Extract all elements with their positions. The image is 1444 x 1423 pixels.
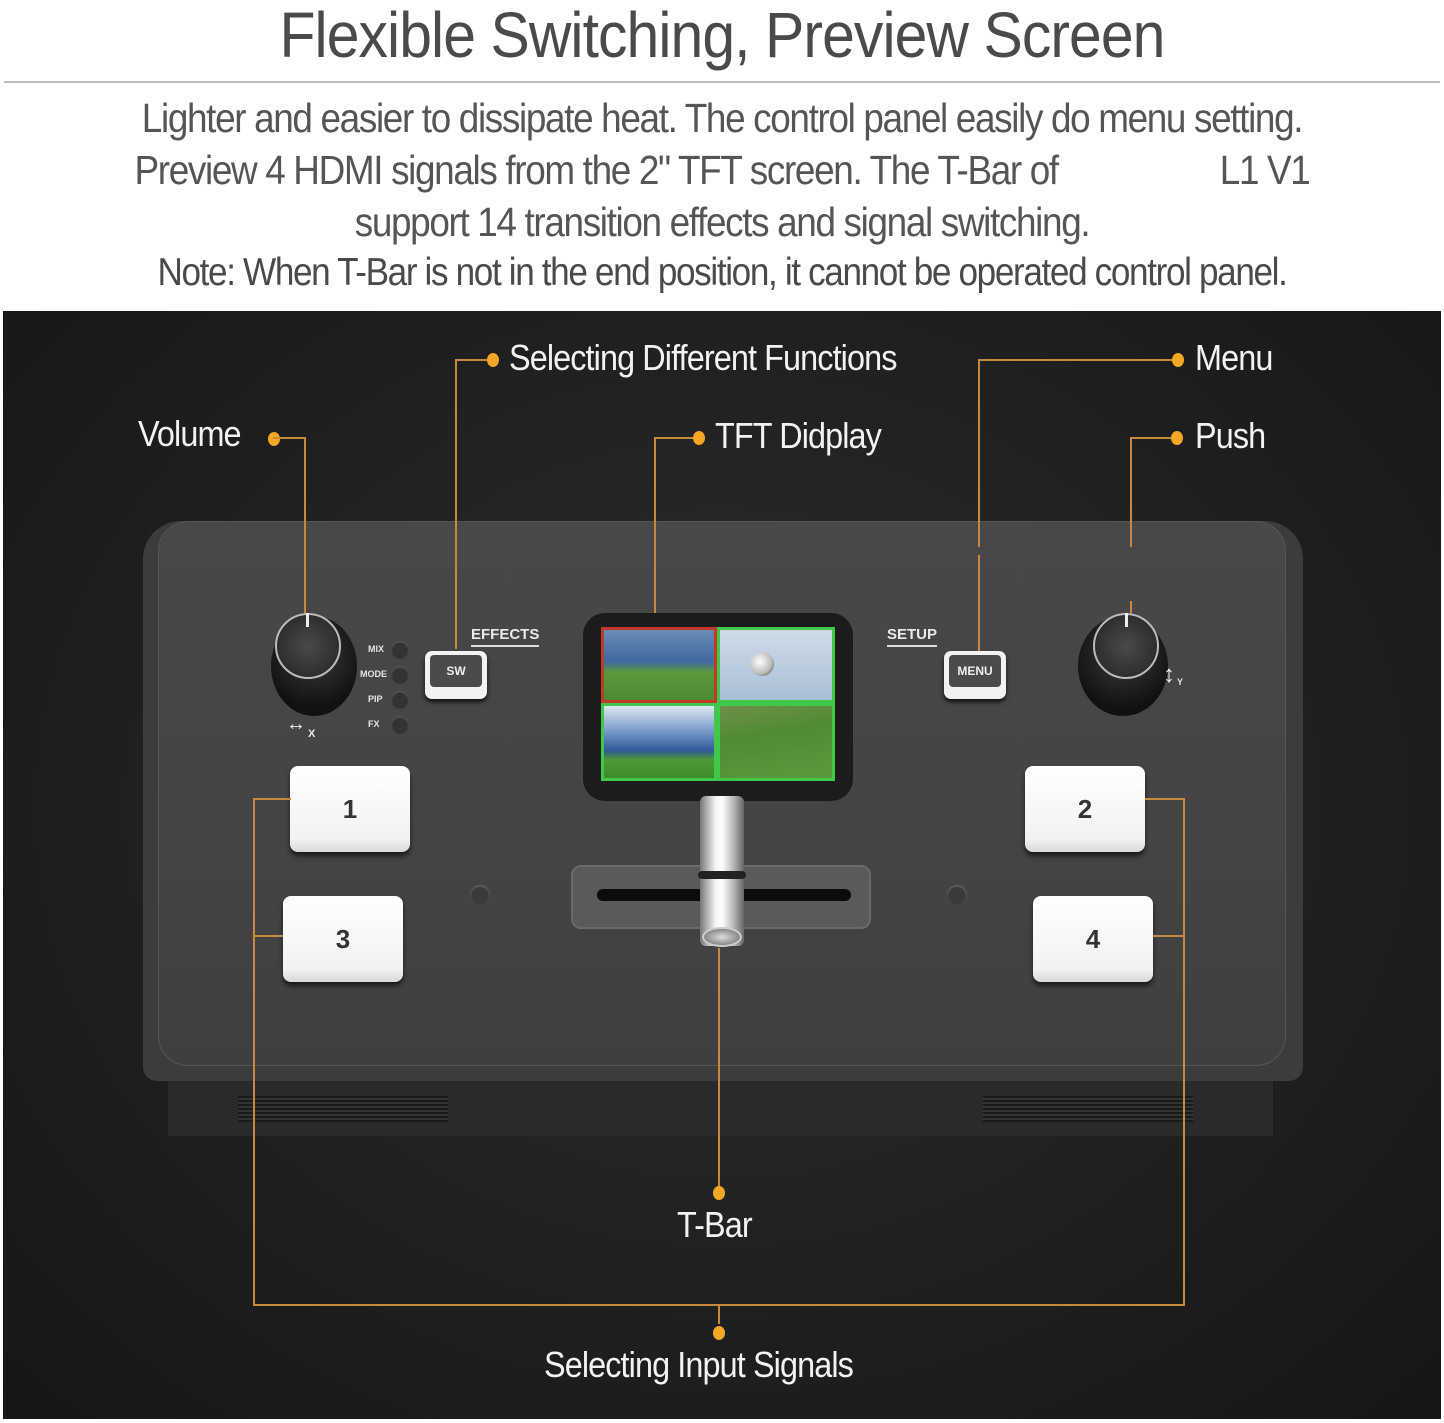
input-button-3[interactable]: 3 [283,896,403,982]
led-label-fx: FX [368,719,380,729]
description-line-2b: L1 V1 [1219,147,1311,193]
callout-volume: Volume [138,413,242,454]
x-axis-label: X [308,728,316,740]
led-label-mix: MIX [368,644,385,654]
header: Flexible Switching, Preview Screen Light… [0,0,1444,310]
tft-screen [583,613,853,801]
callout-line-input1-h [253,798,291,800]
callout-line-volume [304,437,306,613]
callout-line-functions-h [455,359,491,361]
preview-tile-3[interactable] [601,703,717,781]
setup-label: SETUP [887,626,938,647]
screw-left [470,885,490,905]
led-label-pip: PIP [368,694,383,704]
soccer-ball-icon [750,652,774,676]
sw-button[interactable]: SW [425,651,487,699]
y-axis-label: Y [1177,677,1184,687]
callout-line-inputs-stem [718,1304,720,1324]
callout-line-menu-h [978,359,1178,361]
callout-dot-functions [487,353,499,367]
menu-button-label: MENU [949,655,1001,687]
callout-dot-inputs [713,1326,725,1340]
callout-push: Push [1195,415,1266,456]
led-label-mode: MODE [360,669,387,679]
callout-line-tft [654,437,656,613]
y-arrow-icon: ↕ [1163,661,1175,688]
input-button-4[interactable]: 4 [1033,896,1153,982]
preview-tile-1[interactable] [601,627,717,703]
page-title: Flexible Switching, Preview Screen [279,0,1165,71]
note-text: Note: When T-Bar is not in the end posit… [157,251,1287,294]
preview-tile-4[interactable] [717,703,835,781]
vent-left [238,1096,448,1122]
x-arrow-icon: ↔ [286,713,306,735]
callout-line-push [1130,437,1132,547]
led-fx [391,716,409,734]
callout-line-push-h [1130,437,1174,439]
product-diagram: X ↔ MIX MODE PIP FX EFFECTS SW SETUP MEN… [3,311,1441,1419]
callout-line-menu [978,359,980,547]
callout-selecting-functions: Selecting Different Functions [509,337,897,378]
preview-tile-2[interactable] [717,627,835,703]
sw-button-label: SW [430,655,482,687]
callout-line-inputs-right [1183,798,1185,1306]
input-button-1[interactable]: 1 [290,766,410,852]
title-divider [4,81,1440,83]
screw-right [947,885,967,905]
device-side [168,1081,1273,1136]
description-line-2a: Preview 4 HDMI signals from the 2" TFT s… [134,147,1060,193]
callout-line-input4-h [1153,935,1185,937]
led-mode [391,666,409,684]
callout-line-functions [455,359,457,649]
tbar-ring [698,871,746,879]
callout-line-menu-lower [978,555,980,651]
callout-selecting-inputs: Selecting Input Signals [544,1344,854,1385]
callout-line-tft-h [654,437,696,439]
callout-line-input3-h [253,935,283,937]
description-line-1: Lighter and easier to dissipate heat. Th… [141,95,1304,141]
vent-right [983,1096,1193,1122]
description-line-2: Preview 4 HDMI signals from the 2" TFT s… [72,147,1372,194]
callout-line-push-lower [1130,601,1132,613]
callout-menu: Menu [1195,337,1273,378]
description-line-3: support 14 transition effects and signal… [354,199,1091,245]
led-mix [391,641,409,659]
callout-line-input2-h [1145,798,1185,800]
input-button-2[interactable]: 2 [1025,766,1145,852]
callout-dot-volume [268,432,280,446]
callout-line-volume-h [273,437,305,439]
led-pip [391,691,409,709]
effects-label: EFFECTS [471,626,540,647]
menu-button[interactable]: MENU [944,651,1006,699]
tbar-tip [702,927,742,947]
volume-knob-marker [306,613,309,627]
callout-dot-menu [1172,353,1184,367]
callout-dot-tbar [713,1186,725,1200]
callout-line-inputs-left [253,798,255,1306]
callout-line-tbar [718,948,720,1188]
callout-dot-push [1171,431,1183,445]
callout-tbar: T-Bar [677,1204,753,1245]
push-knob-marker [1125,613,1128,627]
callout-tft-display: TFT Didplay [715,415,882,456]
callout-dot-tft [693,431,705,445]
